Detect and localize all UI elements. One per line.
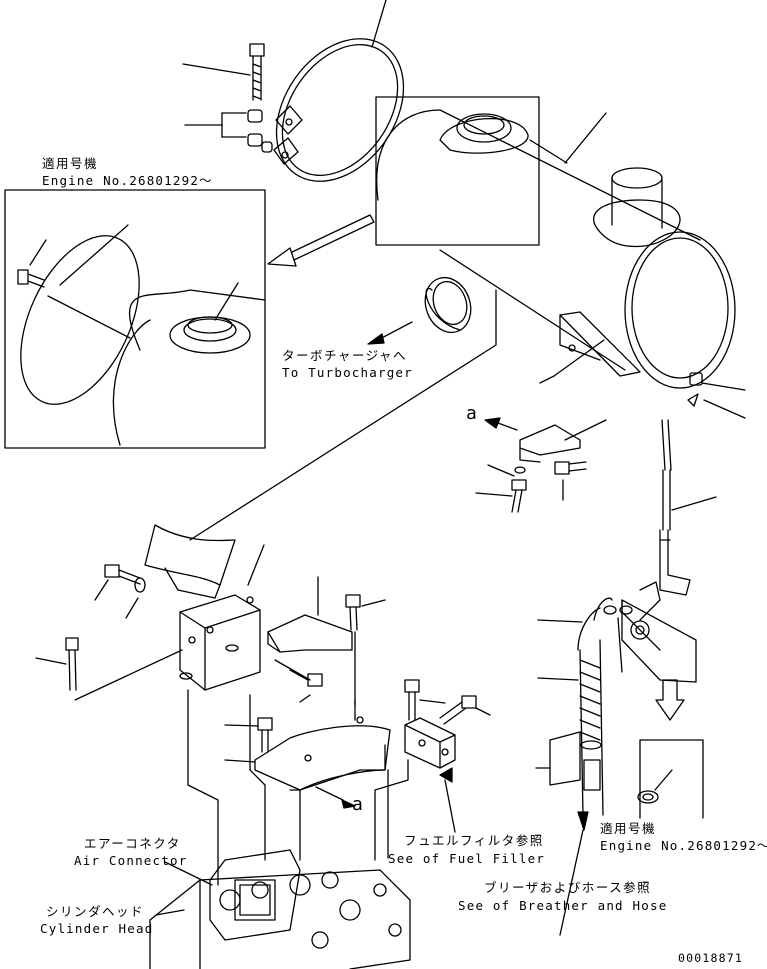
applicable-top-en: Engine No.26801292～	[42, 173, 213, 188]
muffler-bracket	[559, 311, 641, 377]
bolt-middle-lower	[257, 717, 273, 753]
clamp-bolt	[249, 43, 265, 101]
bracket-a	[519, 419, 607, 463]
bracket-middle-upper	[267, 614, 353, 681]
drawing-number: 00018871	[678, 951, 743, 965]
ref-a-upper: a	[466, 403, 479, 424]
clamp-nuts	[247, 109, 273, 153]
air-connector-jp: エアーコネクタ	[84, 836, 181, 851]
turbo-label-jp: ターボチャージャへ	[282, 348, 408, 363]
applicable-top-jp: 適用号機	[42, 156, 99, 171]
fuel-filler-jp: フュエルフィルタ参照	[404, 833, 544, 848]
support-bracket-left	[179, 594, 261, 691]
bracket-middle-lower	[254, 716, 391, 791]
bolt-washer-left	[104, 564, 146, 593]
breather-jp: ブリーザおよびホース参照	[484, 880, 652, 895]
air-connector	[209, 849, 301, 941]
applicable-bottom-en: Engine No.26801292～	[600, 838, 767, 853]
stay-nut	[687, 372, 703, 407]
long-bolt-left	[65, 637, 79, 691]
breather-en: See of Breather and Hose	[458, 898, 668, 913]
cylinder-head-jp: シリンダヘッド	[46, 904, 145, 919]
muffler-body	[189, 96, 736, 541]
heat-shield	[144, 524, 236, 599]
applicable-bottom-jp: 適用号機	[600, 821, 657, 836]
bolt-middle	[289, 594, 361, 687]
down-arrow	[655, 679, 685, 721]
inset-muffler	[20, 235, 266, 446]
cylinder-head-en: Cylinder Head	[40, 921, 154, 936]
fuel-filler-en: See of Fuel Filler	[388, 851, 546, 866]
cylinder-head	[149, 869, 411, 969]
fuel-filter-bolts	[404, 679, 477, 725]
inset-arrow	[267, 214, 375, 267]
clamp-plate	[621, 581, 697, 683]
fuel-filter-bracket	[404, 717, 456, 769]
clamp-band	[273, 38, 405, 182]
breather-hose	[577, 597, 633, 816]
detail-inset-frame	[4, 189, 266, 449]
bracket-bolts	[511, 461, 587, 513]
hose-clip	[549, 731, 581, 786]
clamp-detail-inset	[637, 739, 704, 819]
air-connector-en: Air Connector	[74, 853, 188, 868]
inset-bolt	[17, 269, 45, 288]
ref-a-lower: a	[352, 794, 365, 815]
stay-rod	[659, 419, 691, 596]
turbo-label-en: To Turbocharger	[282, 365, 413, 380]
